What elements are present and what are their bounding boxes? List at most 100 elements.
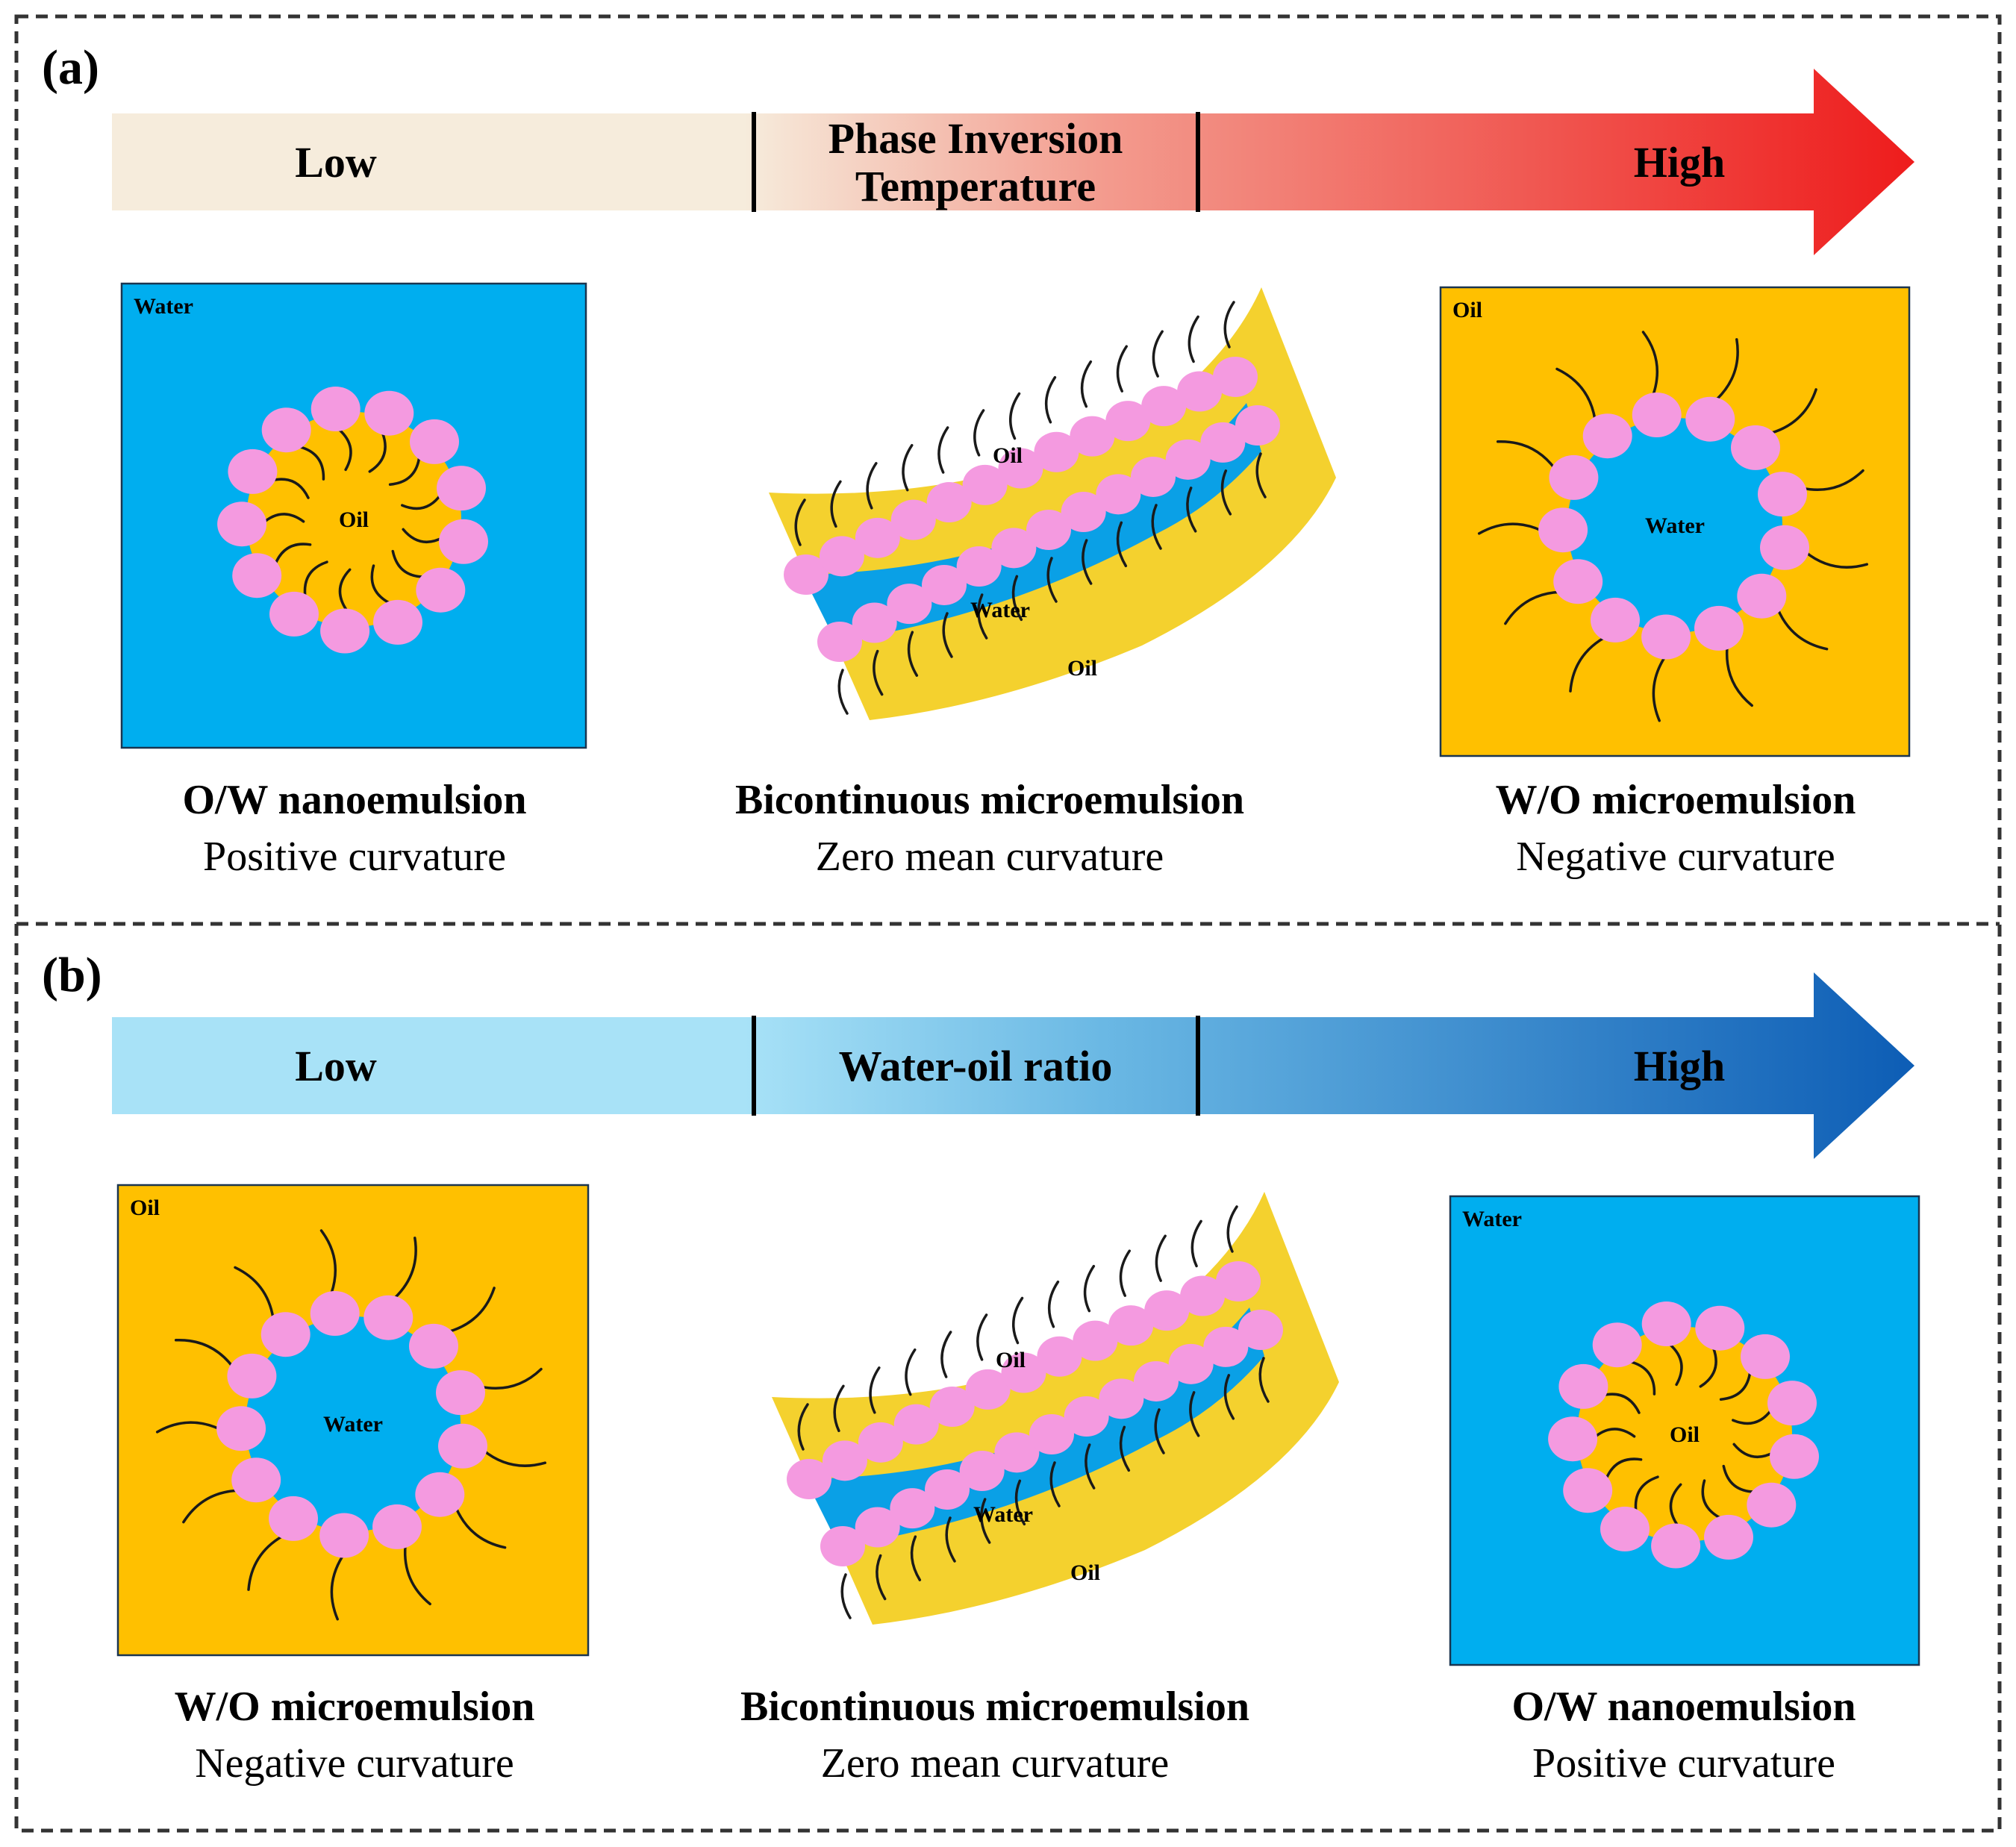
surfactant-tail — [830, 480, 842, 528]
surfactant-head — [1694, 605, 1744, 651]
surfactant-heads — [1538, 393, 1809, 660]
water-phase-label: Water — [970, 598, 1030, 622]
surfactant-head — [1213, 357, 1258, 397]
surfactant-head — [1600, 1506, 1650, 1551]
surfactant-head — [929, 1387, 975, 1428]
surfactant-head — [310, 387, 361, 431]
surfactant-tail — [1080, 360, 1093, 408]
water-channel — [802, 403, 1261, 642]
surfactant-head — [890, 1488, 935, 1529]
surfactant-head — [820, 1526, 865, 1566]
surfactant-tail — [1722, 1464, 1757, 1493]
item-title: W/O microemulsion — [1496, 777, 1856, 823]
item-title: O/W nanoemulsion — [182, 777, 526, 823]
surfactant-tail — [182, 1489, 240, 1524]
surfactant-tail — [1604, 1457, 1643, 1481]
surfactant-tail — [402, 528, 445, 543]
surfactant-head — [893, 1404, 939, 1445]
surfactant-head — [1029, 1414, 1074, 1454]
surfactant-tail — [833, 1384, 845, 1433]
surfactant-head — [1096, 474, 1141, 515]
oil-phase-label-bottom: Oil — [1070, 1560, 1100, 1585]
surfactant-head — [1037, 1336, 1082, 1377]
item-title: Bicontinuous microemulsion — [740, 1684, 1249, 1730]
inner-phase-label: Oil — [339, 507, 369, 532]
surfactant-heads — [216, 1291, 487, 1558]
inner-phase-label: Water — [1645, 513, 1705, 538]
surfactant-tail — [1189, 1391, 1200, 1437]
surfactant-head — [1203, 1326, 1249, 1367]
surfactant-tail — [155, 1421, 222, 1434]
surfactant-head — [962, 464, 1008, 505]
surfactant-tail — [1555, 367, 1597, 421]
surfactant-head — [1548, 1416, 1598, 1462]
surfactant-tail — [945, 1516, 956, 1563]
item-title: W/O microemulsion — [175, 1684, 535, 1730]
surfactant-tail — [1725, 646, 1753, 707]
surfactant-tail — [337, 428, 352, 472]
surfactant-head — [887, 584, 932, 625]
arrow-mid-label: Water-oil ratio — [839, 1042, 1113, 1090]
surfactant-tail — [1046, 557, 1058, 603]
arrow-high-label: High — [1634, 1042, 1726, 1090]
surfactant-tail — [977, 593, 988, 640]
inner-phase-label: Water — [323, 1412, 383, 1437]
surfactant-tail — [1152, 330, 1164, 378]
surfactant-head — [415, 1472, 465, 1517]
surfactant-head — [1747, 1482, 1797, 1528]
surfactant-tails — [1477, 331, 1869, 722]
surfactant-head — [439, 519, 488, 564]
surfactant-head — [1026, 510, 1071, 550]
surfactant-head — [261, 407, 311, 453]
surfactant-tail — [1732, 1407, 1773, 1425]
surfactant-heads — [787, 1261, 1283, 1566]
surfactant-head — [784, 554, 828, 595]
surfactant-head — [372, 1504, 422, 1549]
surfactant-tail — [319, 1229, 337, 1295]
surfactant-tail — [1151, 504, 1162, 550]
surfactant-tails — [1592, 1343, 1776, 1527]
surfactant-tail — [1592, 1428, 1636, 1440]
outer-phase-label: Water — [134, 294, 193, 319]
surfactant-head — [1070, 416, 1115, 457]
surfactant-head — [855, 1507, 900, 1548]
surfactant-head — [1641, 1301, 1691, 1346]
water-channel — [805, 1307, 1264, 1546]
surfactant-tail — [330, 1554, 344, 1621]
oil-phase-label-top: Oil — [996, 1348, 1026, 1372]
surfactant-tail — [247, 1534, 284, 1591]
surfactant-tails — [794, 301, 1267, 715]
surfactant-tail — [1116, 345, 1128, 393]
surfactant-head — [852, 602, 897, 643]
surfactant-head — [438, 1423, 487, 1469]
surfactant-tail — [1652, 656, 1666, 722]
arrow-low-label: Low — [295, 138, 377, 187]
gradient-arrow-icon — [112, 69, 1914, 255]
surfactant-head — [269, 591, 319, 637]
surfactant-head — [1553, 559, 1603, 604]
surfactant-tail — [261, 513, 305, 525]
surfactant-head — [1632, 393, 1682, 437]
surfactant-tail — [837, 669, 849, 715]
surfactant-head — [1073, 1320, 1118, 1361]
surfactant-head — [1134, 1360, 1179, 1401]
surfactant-tail — [1011, 575, 1023, 622]
item-subtitle: Positive curvature — [1532, 1740, 1835, 1787]
surfactant-tail — [1258, 1357, 1270, 1403]
surfactant-tail — [1223, 1374, 1235, 1420]
surfactant-tail — [1085, 1443, 1096, 1490]
surfactant-head — [363, 1295, 414, 1340]
surfactant-tail — [338, 568, 352, 612]
surfactant-tail — [1732, 1443, 1776, 1458]
item-subtitle: Zero mean curvature — [816, 834, 1164, 880]
surfactant-tail — [873, 649, 884, 696]
surfactant-heads — [1548, 1301, 1819, 1569]
surfactant-tail — [303, 560, 328, 598]
surfactant-tail — [1668, 1343, 1683, 1387]
